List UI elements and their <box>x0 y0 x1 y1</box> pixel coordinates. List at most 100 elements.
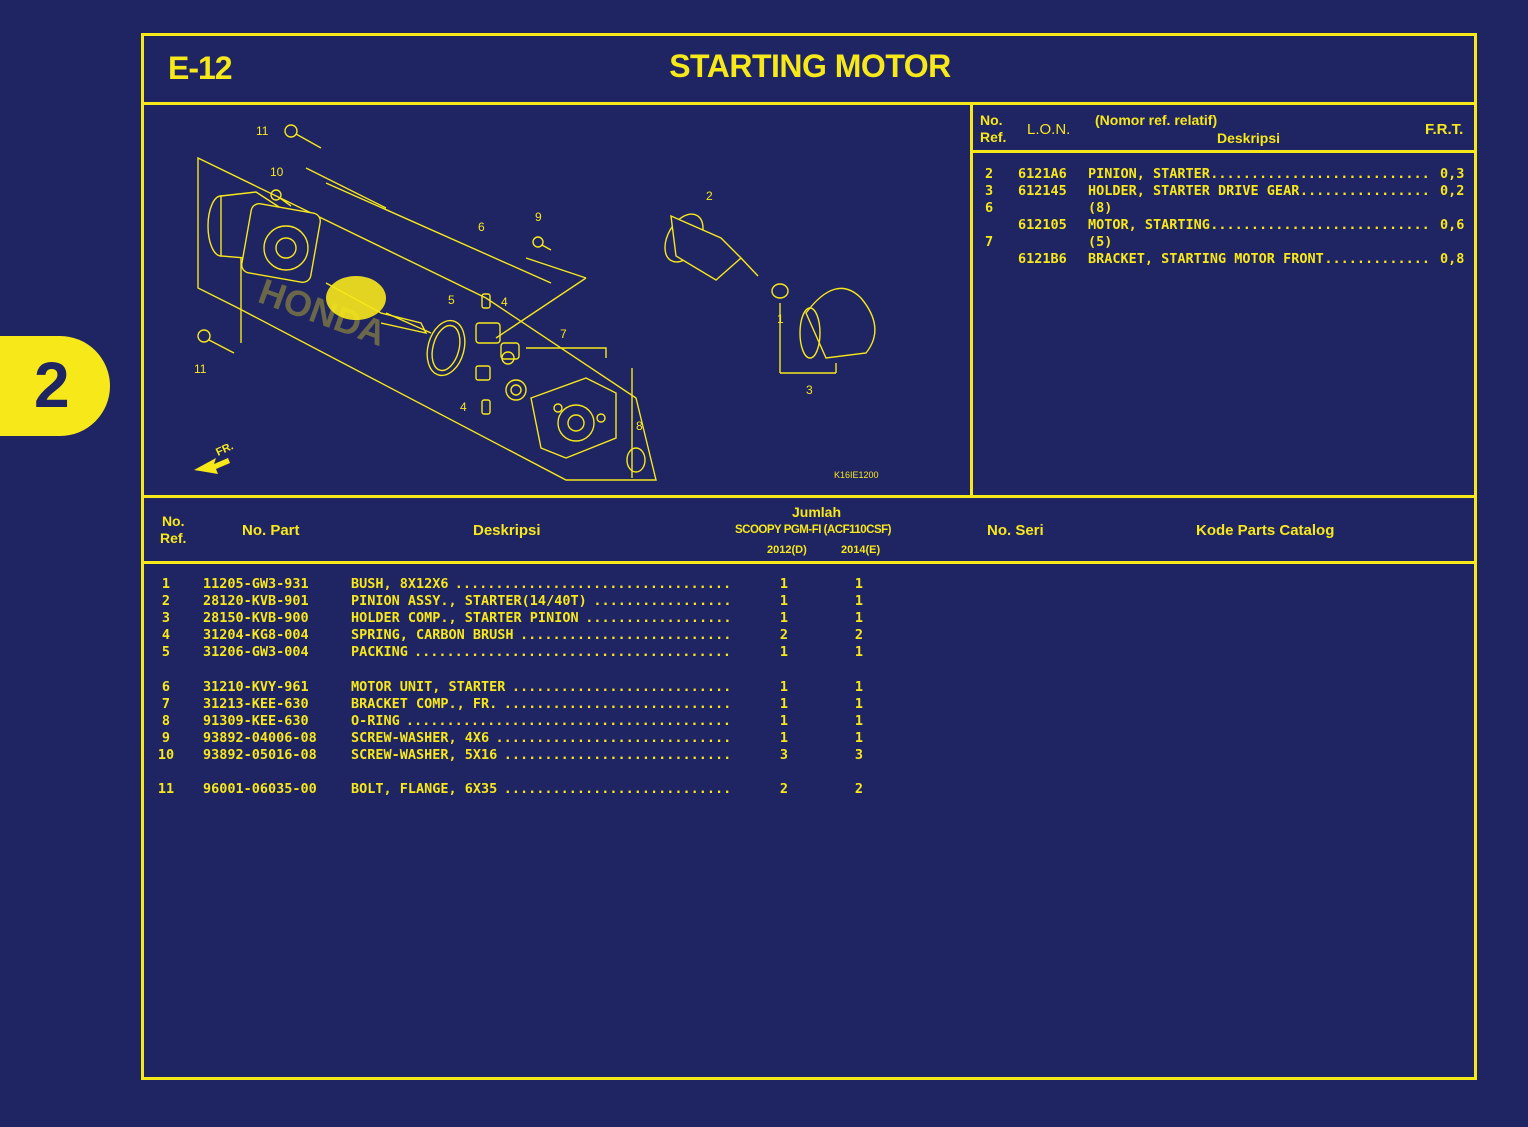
lon-desc: HOLDER, STARTER DRIVE GEAR <box>1088 183 1300 199</box>
part-desc: PACKING <box>351 644 408 660</box>
callout-5: 5 <box>448 293 455 307</box>
dot-leader: ........................................… <box>511 679 730 695</box>
bolt-11-top <box>284 124 322 149</box>
part-ref: 11 <box>157 781 175 797</box>
dot-leader: ........................................… <box>520 627 730 643</box>
lon-header-deskripsi: Deskripsi <box>1217 130 1281 146</box>
qty-2012: 1 <box>779 730 789 746</box>
qty-2014: 3 <box>854 747 864 763</box>
lon-header-lon: L.O.N. <box>1027 121 1071 138</box>
screw-10 <box>270 189 292 207</box>
parts-header-year-e: 2014(E) <box>841 544 881 556</box>
callout-6: 6 <box>478 220 485 234</box>
qty-2014: 1 <box>854 593 864 609</box>
lon-header-nomor-ref: (Nomor ref. relatif) <box>1095 112 1218 128</box>
part-ref: 9 <box>161 730 171 746</box>
lon-desc: BRACKET, STARTING MOTOR FRONT <box>1088 251 1324 267</box>
dot-leader: ........................................… <box>503 781 730 797</box>
lon-ref: 7 <box>985 234 994 250</box>
part-number: 31213-KEE-630 <box>203 696 309 712</box>
section-number: 2 <box>34 349 70 421</box>
lon-header-divider <box>970 150 1477 153</box>
lon-row: 7 (5) <box>0 234 1528 251</box>
part-number: 31210-KVY-961 <box>203 679 309 695</box>
part-number: 31204-KG8-004 <box>203 627 309 643</box>
parts-header-deskripsi: Deskripsi <box>473 522 541 539</box>
parts-table-row: 3 28150-KVB-900 HOLDER COMP., STARTER PINI… <box>0 610 1528 627</box>
lon-desc: (5) <box>1088 234 1113 250</box>
qty-2012: 1 <box>779 593 789 609</box>
qty-2012: 2 <box>779 781 789 797</box>
callout-3: 3 <box>806 383 813 397</box>
qty-2012: 2 <box>779 627 789 643</box>
parts-table-row: 6 31210-KVY-961 MOTOR UNIT, STARTER ......… <box>0 679 1528 696</box>
dot-leader: ........................................… <box>585 610 730 626</box>
pinion-holder <box>799 287 876 359</box>
part-desc: HOLDER COMP., STARTER PINION <box>351 610 579 626</box>
callout-11-bottom: 11 <box>194 362 207 376</box>
lon-code: 6121B6 <box>1018 251 1067 267</box>
armature <box>325 276 432 335</box>
packing-ring <box>426 319 466 377</box>
part-ref: 5 <box>161 644 171 660</box>
qty-2014: 2 <box>854 627 864 643</box>
part-desc: SPRING, CARBON BRUSH <box>351 627 514 643</box>
lon-ref: 6 <box>985 200 994 216</box>
lon-desc: (8) <box>1088 200 1113 216</box>
callout-11-top: 11 <box>256 124 269 138</box>
o-ring <box>626 447 646 473</box>
qty-2012: 1 <box>779 610 789 626</box>
section-tab[interactable]: 2 <box>0 336 110 436</box>
qty-2014: 2 <box>854 781 864 797</box>
dot-leader: ........................................… <box>495 730 730 746</box>
part-number: 28120-KVB-901 <box>203 593 309 609</box>
callout-2: 2 <box>706 189 713 203</box>
qty-2012: 1 <box>779 713 789 729</box>
part-ref: 1 <box>161 576 171 592</box>
dot-leader: ........................................… <box>503 696 730 712</box>
qty-2012: 3 <box>779 747 789 763</box>
part-number: 28150-KVB-900 <box>203 610 309 626</box>
part-ref: 6 <box>161 679 171 695</box>
qty-2014: 1 <box>854 730 864 746</box>
diagram-code: K16IE1200 <box>834 470 879 480</box>
part-desc: PINION ASSY., STARTER(14/40T) <box>351 593 587 609</box>
callout-9: 9 <box>535 210 542 224</box>
part-number: 11205-GW3-931 <box>203 576 309 592</box>
page-title: STARTING MOTOR <box>669 48 951 84</box>
qty-2014: 1 <box>854 713 864 729</box>
dot-leader: ........................................… <box>593 593 730 609</box>
part-desc: MOTOR UNIT, STARTER <box>351 679 506 695</box>
lon-frt: 0,6 <box>1440 217 1465 233</box>
lon-ref: 3 <box>985 183 994 199</box>
part-number: 91309-KEE-630 <box>203 713 309 729</box>
carbon-spring-upper <box>481 293 491 309</box>
parts-header-divider <box>141 561 1477 564</box>
lon-header-no-ref: No. Ref. <box>980 112 1007 145</box>
parts-header-no-part: No. Part <box>242 522 300 539</box>
exploded-parts-diagram: HONDA 11 10 6 9 2 5 4 7 1 3 4 8 11 FR. K… <box>194 124 879 481</box>
callout-7: 7 <box>560 327 567 341</box>
lon-desc: PINION, STARTER <box>1088 166 1210 182</box>
parts-header-kode: Kode Parts Catalog <box>1196 522 1335 539</box>
dot-leader: ........................................… <box>454 576 730 592</box>
parts-header-year-d: 2012(D) <box>767 544 807 556</box>
part-desc: BUSH, 8X12X6 <box>351 576 449 592</box>
parts-header-jumlah: Jumlah <box>792 504 842 520</box>
part-desc: SCREW-WASHER, 5X16 <box>351 747 498 763</box>
qty-2014: 1 <box>854 696 864 712</box>
callout-10: 10 <box>270 165 284 179</box>
lon-frt: 0,8 <box>1440 251 1465 267</box>
part-ref: 3 <box>161 610 171 626</box>
qty-2012: 1 <box>779 644 789 660</box>
qty-2014: 1 <box>854 610 864 626</box>
dot-leader: ........................................… <box>405 713 730 729</box>
part-number: 93892-04006-08 <box>203 730 317 746</box>
